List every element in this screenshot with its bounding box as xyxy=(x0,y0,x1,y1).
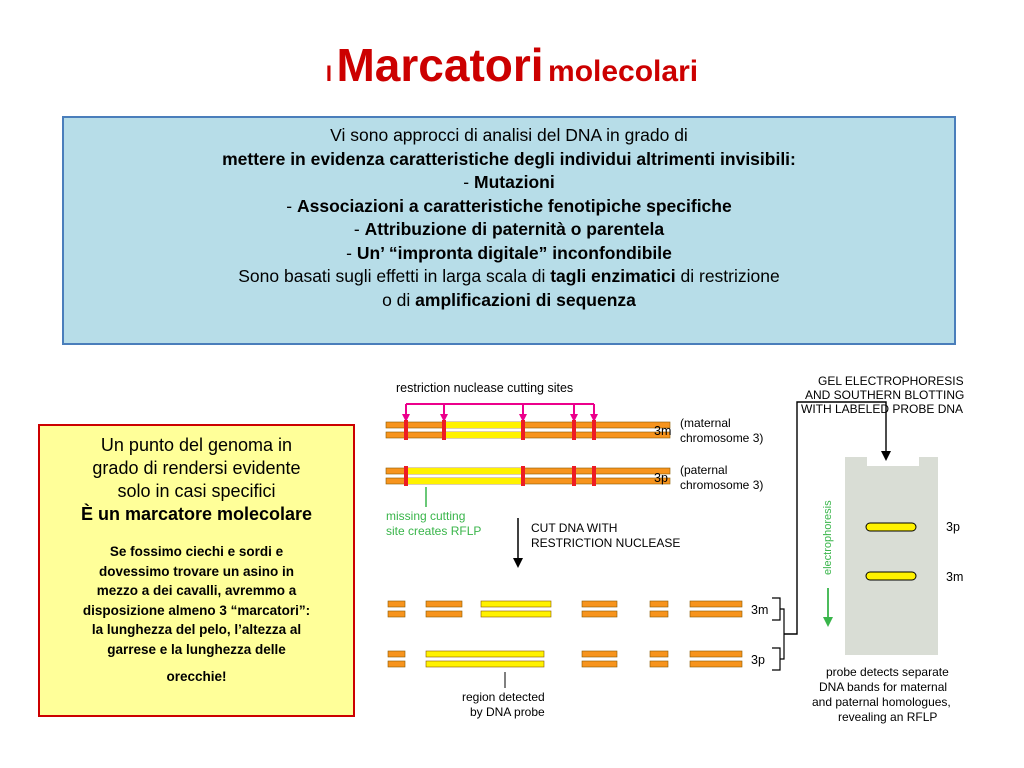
probe-caption-2: DNA bands for maternal xyxy=(819,680,947,694)
gel xyxy=(845,457,938,655)
title-part-3: molecolari xyxy=(548,55,699,88)
cut-site-mark xyxy=(521,466,525,486)
maternal-chromosome xyxy=(385,420,671,440)
cut-site-mark xyxy=(572,466,576,486)
gel-slab xyxy=(845,457,938,655)
intro-line-2: mettere in evidenza caratteristiche degl… xyxy=(222,148,796,169)
cut-site-mark xyxy=(592,420,596,440)
cut-site-mark xyxy=(404,466,408,486)
intro-line-8: o di amplificazioni di sequenza xyxy=(382,289,636,310)
maternal-label-2: chromosome 3) xyxy=(680,431,763,445)
paternal-fragments xyxy=(387,650,743,668)
dna-strand xyxy=(385,431,671,439)
marker-line-2: grado di rendersi evidente xyxy=(92,458,301,478)
dna-strand xyxy=(385,477,671,485)
probe-region xyxy=(444,422,523,428)
maternal-label-1: (maternal xyxy=(680,416,731,430)
fragment xyxy=(581,600,618,608)
cut-step-label-2: RESTRICTION NUCLEASE xyxy=(531,536,680,550)
fragment xyxy=(387,600,406,608)
cut-site-mark xyxy=(521,420,525,440)
fragment xyxy=(649,610,669,618)
probe-region xyxy=(444,432,523,438)
fragment xyxy=(387,610,406,618)
region-label-2: by DNA probe xyxy=(470,705,545,719)
probe-fragment xyxy=(480,600,552,608)
fragment xyxy=(689,600,743,608)
fragment xyxy=(649,600,669,608)
fragment-tag-maternal: 3m xyxy=(751,603,768,617)
to-gel-arrow xyxy=(784,401,891,635)
paternal-label-1: (paternal xyxy=(680,463,727,477)
gel-band-3p xyxy=(865,522,917,532)
probe-fragment xyxy=(425,650,545,658)
cut-site-mark xyxy=(442,420,446,440)
fragment xyxy=(689,660,743,668)
marker-line-3: solo in casi specifici xyxy=(117,481,276,501)
bracket-paternal xyxy=(772,647,781,671)
page-title: I Marcatori molecolari xyxy=(0,38,1024,92)
cutting-site-arrows xyxy=(402,403,598,422)
fragment xyxy=(581,650,618,658)
gel-band-3m xyxy=(865,571,917,581)
maternal-tag: 3m xyxy=(654,424,671,438)
gel-label-2: AND SOUTHERN BLOTTING xyxy=(805,388,964,402)
paternal-chromosome xyxy=(385,466,671,486)
paternal-tag: 3p xyxy=(654,471,668,485)
fragment-brackets xyxy=(772,401,891,671)
intro-item-1: - Mutazioni xyxy=(463,172,555,192)
gel-label-3: WITH LABELED PROBE DNA xyxy=(801,402,963,416)
probe-fragment xyxy=(425,660,545,668)
maternal-fragments xyxy=(387,600,743,618)
cutting-sites-label: restriction nuclease cutting sites xyxy=(396,381,573,395)
probe-region xyxy=(406,478,523,484)
electrophoresis-label: electrophoresis xyxy=(822,500,834,575)
fragment xyxy=(425,610,463,618)
paternal-label-2: chromosome 3) xyxy=(680,478,763,492)
intro-line-7: Sono basati sugli effetti in larga scala… xyxy=(238,266,780,286)
probe-caption-3: and paternal homologues, xyxy=(812,695,951,709)
fragment xyxy=(387,650,406,658)
marker-note: Se fossimo ciechi e sordi e dovessimo tr… xyxy=(82,544,311,684)
cut-site-mark xyxy=(572,420,576,440)
fragment xyxy=(689,650,743,658)
marker-line-4: È un marcatore molecolare xyxy=(80,504,313,524)
cut-step-label-1: CUT DNA WITH xyxy=(531,521,617,535)
fragment xyxy=(387,660,406,668)
fragment-tag-paternal: 3p xyxy=(751,653,765,667)
marker-line-1: Un punto del genoma in xyxy=(100,435,293,455)
intro-box: Vi sono approcci di analisi del DNA in g… xyxy=(62,116,956,345)
marker-box: Un punto del genoma in grado di rendersi… xyxy=(38,424,355,717)
bracket-maternal xyxy=(772,597,781,621)
band-label-top: 3p xyxy=(946,520,960,534)
dna-strand xyxy=(385,467,671,475)
missing-site-label-1: missing cutting xyxy=(386,509,465,523)
probe-fragment xyxy=(480,610,552,618)
fragment xyxy=(581,660,618,668)
fragment xyxy=(649,650,669,658)
fragment xyxy=(689,610,743,618)
intro-item-2: - Associazioni a caratteristiche fenotip… xyxy=(286,195,732,216)
fragment xyxy=(581,610,618,618)
probe-region xyxy=(406,468,523,474)
intro-line-1: Vi sono approcci di analisi del DNA in g… xyxy=(330,125,688,145)
title-part-1: I xyxy=(325,61,333,86)
missing-site-label-2: site creates RFLP xyxy=(386,524,481,538)
cut-site-mark xyxy=(404,420,408,440)
band-label-bottom: 3m xyxy=(946,570,963,584)
intro-item-4: - Un’ “impronta digitale” inconfondibile xyxy=(346,242,672,263)
dna-strand xyxy=(385,421,671,429)
fragment xyxy=(649,660,669,668)
gel-label-1: GEL ELECTROPHORESIS xyxy=(818,374,964,388)
intro-item-3: - Attribuzione di paternità o parentela xyxy=(353,219,665,239)
region-label-1: region detected xyxy=(462,690,545,704)
cut-site-mark xyxy=(592,466,596,486)
probe-caption-1: probe detects separate xyxy=(826,665,949,679)
fragment xyxy=(425,600,463,608)
title-part-2: Marcatori xyxy=(336,39,544,91)
probe-caption-4: revealing an RFLP xyxy=(838,710,937,724)
